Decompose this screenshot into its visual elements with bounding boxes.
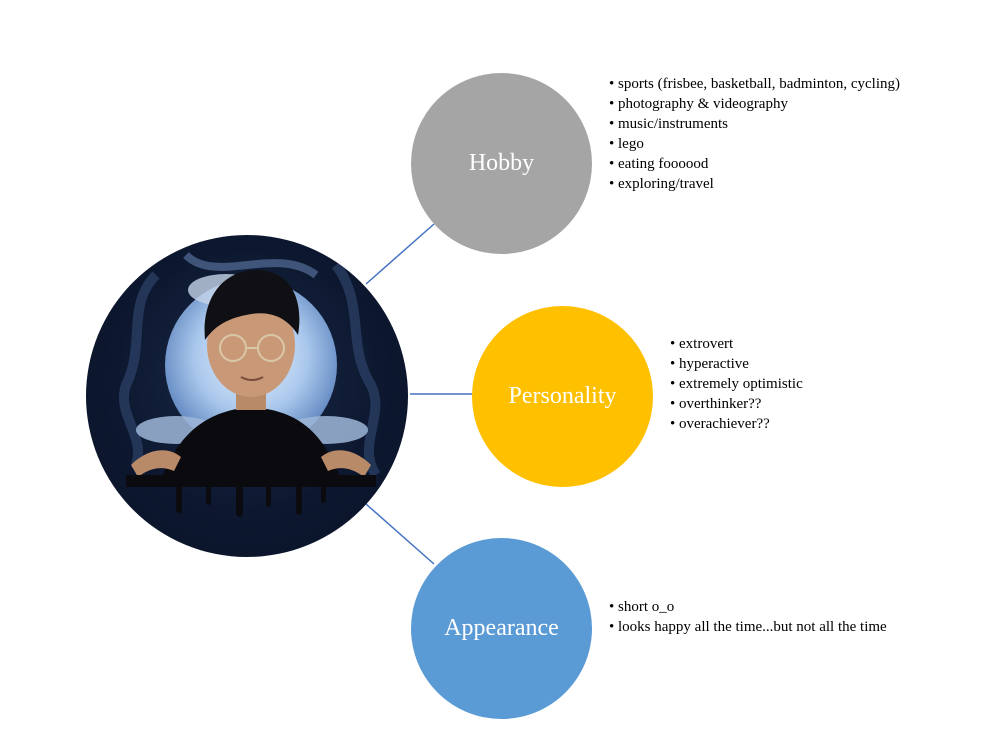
personality-list: extrovert hyperactive extremely optimist… bbox=[670, 334, 930, 434]
personality-label: Personality bbox=[508, 383, 617, 409]
list-item: eating foooood bbox=[609, 154, 909, 174]
list-item: looks happy all the time...but not all t… bbox=[609, 617, 909, 637]
list-item: photography & videography bbox=[609, 94, 909, 114]
connector-hobby bbox=[365, 223, 435, 285]
list-item: extremely optimistic bbox=[670, 374, 930, 394]
list-item: hyperactive bbox=[670, 354, 930, 374]
hobby-circle: Hobby bbox=[411, 73, 592, 254]
hobby-list: sports (frisbee, basketball, badminton, … bbox=[609, 74, 909, 194]
appearance-list: short o_o looks happy all the time...but… bbox=[609, 597, 909, 637]
list-item: sports (frisbee, basketball, badminton, … bbox=[609, 74, 909, 94]
connector-appearance bbox=[365, 503, 435, 565]
list-item: short o_o bbox=[609, 597, 909, 617]
personality-circle: Personality bbox=[472, 306, 653, 487]
appearance-circle: Appearance bbox=[411, 538, 592, 719]
list-item: overthinker?? bbox=[670, 394, 930, 414]
list-item: overachiever?? bbox=[670, 414, 930, 434]
appearance-label: Appearance bbox=[444, 615, 559, 641]
hobby-label: Hobby bbox=[468, 150, 535, 176]
list-item: exploring/travel bbox=[609, 174, 909, 194]
list-item: extrovert bbox=[670, 334, 930, 354]
list-item: music/instruments bbox=[609, 114, 909, 134]
profile-photo bbox=[86, 235, 408, 557]
list-item: lego bbox=[609, 134, 909, 154]
